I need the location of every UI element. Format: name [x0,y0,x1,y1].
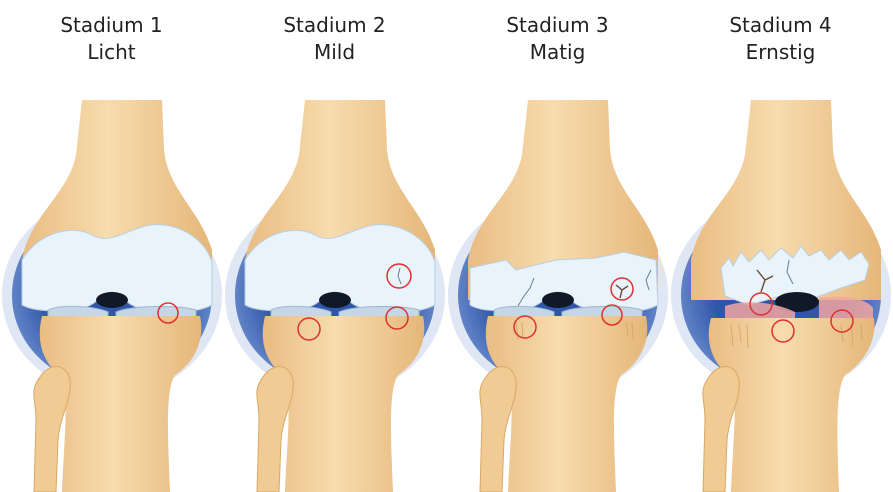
knee-illustration-1 [0,100,223,492]
stage-caption-3: Stadium 3 Matig [446,12,669,66]
stage-title-4: Stadium 4 [669,12,892,39]
intercondylar-notch [96,292,128,308]
intercondylar-notch [319,292,351,308]
knee-illustration-2 [223,100,446,492]
intercondylar-notch [542,292,574,308]
stage-severity-4: Ernstig [669,39,892,66]
stage-caption-1: Stadium 1 Licht [0,12,223,66]
knee-illustration-4 [669,100,892,492]
stage-title-3: Stadium 3 [446,12,669,39]
stage-panel-4: Stadium 4 Ernstig [669,0,892,492]
stage-severity-2: Mild [223,39,446,66]
stage-title-1: Stadium 1 [0,12,223,39]
stage-severity-3: Matig [446,39,669,66]
stage-caption-4: Stadium 4 Ernstig [669,12,892,66]
stage-caption-2: Stadium 2 Mild [223,12,446,66]
stage-panel-2: Stadium 2 Mild [223,0,446,492]
knee-illustration-3 [446,100,669,492]
stage-severity-1: Licht [0,39,223,66]
stage-title-2: Stadium 2 [223,12,446,39]
stage-panel-3: Stadium 3 Matig [446,0,669,492]
stage-panel-1: Stadium 1 Licht [0,0,223,492]
